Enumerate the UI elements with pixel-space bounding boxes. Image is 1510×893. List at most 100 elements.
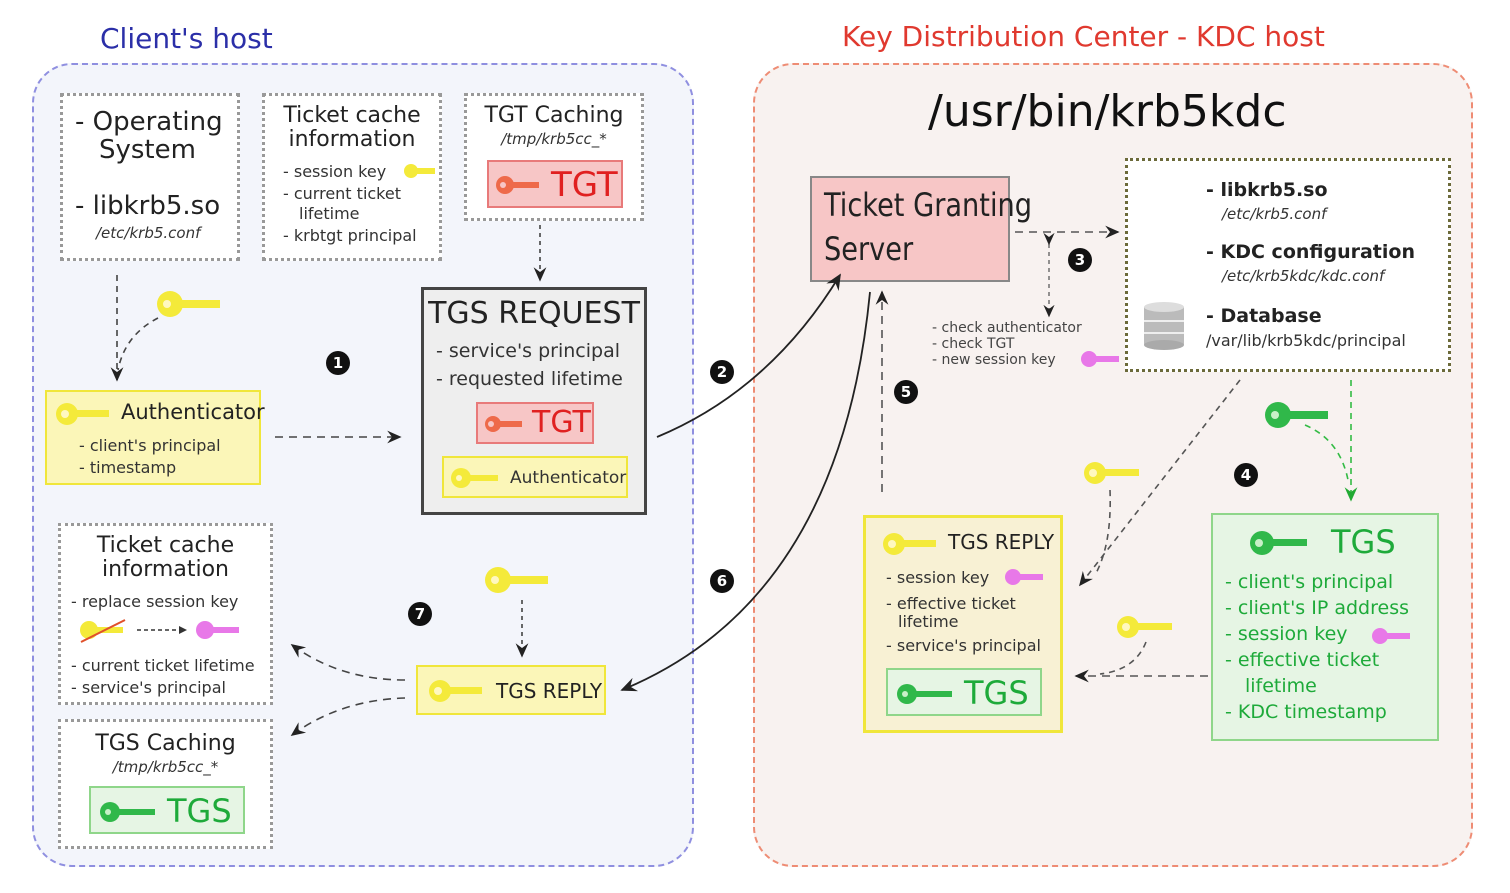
key-icon [1265, 402, 1328, 428]
key-icon [56, 403, 109, 425]
tc-item-lifetime: lifetime [299, 204, 360, 223]
kdc-tgs-reply-box: TGS REPLY - session key - effective tick… [863, 515, 1063, 733]
tgs-caching-path: /tmp/krb5cc_* [112, 758, 219, 776]
tgs-req-auth-label: Authenticator [510, 468, 627, 488]
ticket-cache-info-box-2: Ticket cache information - replace sessi… [58, 523, 273, 705]
tgs-caching-ticket: TGS [89, 786, 245, 834]
kdc-tgs-reply-title: TGS REPLY [948, 530, 1055, 554]
tgs-req-item-service: - service's principal [436, 340, 621, 362]
os-line1: - Operating [75, 107, 223, 137]
ticket-cache2-title2: information [102, 557, 229, 582]
key-icon [157, 291, 220, 317]
key-icon [451, 468, 498, 488]
tgs-item-lifetime: lifetime [1245, 675, 1317, 697]
tgs-request-title: TGS REQUEST [428, 296, 640, 331]
check-new-session-key: - new session key [932, 352, 1056, 368]
reply-tgs-ticket: TGS [886, 668, 1042, 716]
tgs-req-tgt-ticket: TGT [476, 402, 594, 444]
client-tgs-reply-box: TGS REPLY [416, 665, 606, 715]
kdc-tgs-ticket-box: TGS - client's principal - client's IP a… [1211, 513, 1439, 741]
config-lib: - libkrb5.so [1206, 179, 1328, 201]
key-icon [496, 176, 539, 194]
auth-item-timestamp: - timestamp [79, 458, 177, 477]
tgs-item-client-ip: - client's IP address [1225, 597, 1409, 619]
step-3-badge: 3 [1068, 248, 1092, 272]
tgt-label: TGT [551, 165, 618, 205]
tgt-caching-path: /tmp/krb5cc_* [501, 130, 607, 148]
tgs-req-item-lifetime: - requested lifetime [436, 368, 623, 390]
os-lib: - libkrb5.so [75, 191, 221, 221]
ticket-cache2-title1: Ticket cache [96, 533, 235, 558]
config-kdc-conf-path: /etc/krb5kdc/kdc.conf [1222, 267, 1385, 285]
auth-item-principal: - client's principal [79, 436, 221, 455]
tgs-caching-title: TGS Caching [95, 731, 236, 756]
key-icon [1372, 628, 1410, 644]
key-icon [1250, 531, 1307, 555]
reply-item-service: - service's principal [886, 636, 1041, 655]
database-icon [1144, 302, 1184, 350]
kdc-host-title: Key Distribution Center - KDC host [842, 20, 1325, 53]
step-6-badge: 6 [710, 569, 734, 593]
tgs-req-tgt-label: TGT [532, 405, 591, 440]
ticket-cache-info-box: Ticket cache information - session key -… [262, 93, 442, 261]
kdc-config-box: - libkrb5.so /etc/krb5.conf - KDC config… [1125, 158, 1451, 372]
reply-tgs-label: TGS [964, 674, 1029, 712]
key-icon [404, 164, 435, 178]
tgs-item-effective-ticket: - effective ticket [1225, 649, 1380, 671]
key-icon [429, 680, 482, 702]
tgt-caching-title: TGT Caching [484, 103, 624, 128]
key-icon [100, 802, 155, 822]
ticket-cache-title2: information [288, 127, 416, 152]
os-box: - Operating System - libkrb5.so /etc/krb… [60, 93, 240, 261]
key-icon [1117, 616, 1172, 638]
tgt-ticket: TGT [487, 160, 623, 208]
tgs-caching-label: TGS [167, 792, 232, 830]
tgs-req-authenticator: Authenticator [442, 456, 628, 498]
tgt-caching-box: TGT Caching /tmp/krb5cc_* TGT [464, 93, 644, 221]
reply-item-effective-ticket: - effective ticket [886, 594, 1016, 613]
step-2-badge: 2 [710, 360, 734, 384]
tc2-item-service: - service's principal [71, 678, 226, 697]
step-5-badge: 5 [894, 380, 918, 404]
step-1-badge: 1 [326, 351, 350, 375]
check-authenticator: - check authenticator [932, 320, 1082, 336]
client-host-title: Client's host [100, 22, 273, 55]
key-icon [883, 533, 936, 555]
key-icon [1084, 462, 1139, 484]
config-db: - Database [1206, 305, 1322, 327]
client-tgs-reply-title: TGS REPLY [496, 679, 603, 703]
authenticator-box: Authenticator - client's principal - tim… [45, 390, 265, 485]
tgs-server-line2: Server [824, 230, 914, 268]
tgs-item-kdc-timestamp: - KDC timestamp [1225, 701, 1387, 723]
check-tgt: - check TGT [932, 336, 1015, 352]
key-icon [485, 416, 522, 432]
reply-item-lifetime: lifetime [898, 612, 959, 631]
key-replace-icon [80, 619, 239, 643]
tc-item-krbtgt: - krbtgt principal [283, 226, 417, 245]
tc2-item-lifetime: - current ticket lifetime [71, 656, 255, 675]
config-db-path: /var/lib/krb5kdc/principal [1206, 331, 1406, 350]
tc2-item-replace: - replace session key [71, 592, 239, 611]
os-conf-path: /etc/krb5.conf [96, 224, 201, 242]
key-icon [1081, 351, 1119, 367]
key-icon [485, 567, 548, 593]
ticket-cache-title1: Ticket cache [283, 103, 421, 128]
key-icon [1005, 569, 1043, 585]
tgs-item-client-principal: - client's principal [1225, 571, 1394, 593]
kdc-binary-label: /usr/bin/krb5kdc [928, 86, 1287, 137]
config-kdc-conf: - KDC configuration [1206, 241, 1415, 263]
step-4-badge: 4 [1234, 463, 1258, 487]
key-icon [897, 684, 952, 704]
tc-item-current-ticket: - current ticket [283, 184, 401, 203]
tc-item-session-key: - session key [283, 162, 387, 181]
reply-item-session-key: - session key [886, 568, 990, 587]
tgs-caching-box: TGS Caching /tmp/krb5cc_* TGS [58, 719, 273, 849]
tgs-item-session-key: - session key [1225, 623, 1348, 645]
step-7-badge: 7 [408, 602, 432, 626]
os-line2: System [99, 135, 196, 165]
ticket-granting-server-box: Ticket Granting Server [810, 176, 1032, 282]
config-lib-path: /etc/krb5.conf [1222, 205, 1327, 223]
authenticator-title: Authenticator [121, 400, 265, 424]
tgs-request-box: TGS REQUEST - service's principal - requ… [421, 287, 647, 515]
tgs-server-line1: Ticket Granting [824, 186, 1033, 224]
